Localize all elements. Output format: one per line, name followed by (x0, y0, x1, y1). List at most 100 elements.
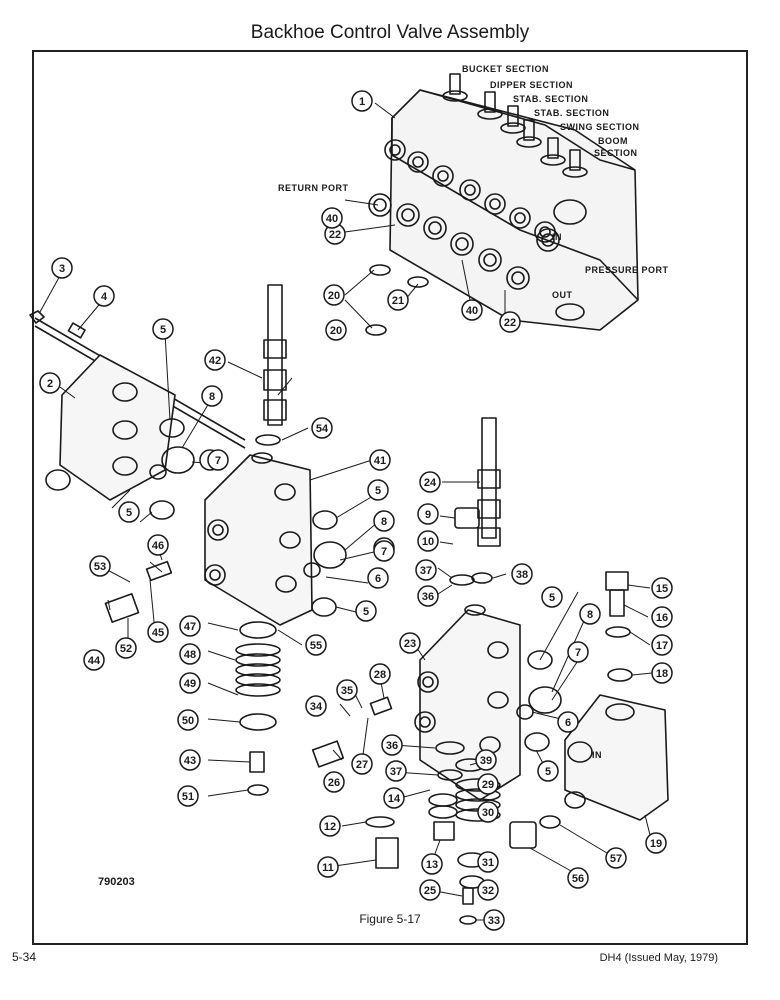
label-stab-section-1: STAB. SECTION (513, 94, 588, 104)
callout-5: 5 (118, 501, 140, 523)
callout-5: 5 (152, 318, 174, 340)
callout-circle (336, 679, 358, 701)
callout-number: 1 (359, 96, 365, 108)
callout-circle (421, 853, 443, 875)
callout-5: 5 (537, 760, 559, 782)
callout-number: 14 (388, 793, 401, 805)
callout-11: 11 (317, 856, 339, 878)
callout-46: 46 (147, 534, 169, 556)
callout-circle (417, 530, 439, 552)
callout-circle (83, 649, 105, 671)
callout-6: 6 (367, 567, 389, 589)
callout-circle (325, 319, 347, 341)
callout-25: 25 (419, 879, 441, 901)
callout-number: 37 (390, 766, 402, 778)
callout-37: 37 (415, 559, 437, 581)
callout-9: 9 (417, 503, 439, 525)
callout-number: 5 (375, 485, 381, 497)
callout-number: 52 (120, 643, 132, 655)
callout-circle (651, 577, 673, 599)
callout-circle (118, 501, 140, 523)
callout-10: 10 (417, 530, 439, 552)
callout-55: 55 (305, 634, 327, 656)
callout-number: 5 (549, 592, 555, 604)
callout-circle (567, 867, 589, 889)
callout-7: 7 (207, 449, 229, 471)
callout-circle (477, 851, 499, 873)
callout-18: 18 (651, 662, 673, 684)
callout-number: 16 (656, 612, 668, 624)
callout-33: 33 (483, 909, 505, 931)
label-bucket-section: BUCKET SECTION (462, 64, 549, 74)
callout-number: 5 (545, 766, 551, 778)
callout-number: 29 (482, 779, 494, 791)
callout-number: 23 (404, 638, 416, 650)
callout-54: 54 (311, 417, 333, 439)
callout-circle (651, 634, 673, 656)
callout-16: 16 (651, 606, 673, 628)
callout-27: 27 (351, 753, 373, 775)
callout-circle (511, 563, 533, 585)
label-boom: BOOM (598, 136, 628, 146)
callout-bubbles: 1234555555566677788891011121314151617181… (39, 90, 673, 931)
label-in-inlet: IN (592, 750, 602, 760)
callout-circle (399, 632, 421, 654)
callout-circle (317, 856, 339, 878)
callout-number: 36 (386, 740, 398, 752)
callout-8: 8 (201, 385, 223, 407)
page-number: 5-34 (12, 950, 37, 964)
callout-circle (567, 641, 589, 663)
callout-3: 3 (51, 257, 73, 279)
callout-circle (417, 585, 439, 607)
callout-39: 39 (475, 749, 497, 771)
callout-17: 17 (651, 634, 673, 656)
callout-number: 15 (656, 583, 668, 595)
callout-number: 6 (565, 717, 571, 729)
callout-number: 8 (209, 391, 215, 403)
callout-number: 13 (426, 859, 438, 871)
label-out-port: OUT (552, 290, 573, 300)
callout-number: 20 (328, 290, 340, 302)
callout-number: 42 (209, 355, 221, 367)
callout-35: 35 (336, 679, 358, 701)
inlet-section-illustration (564, 571, 669, 821)
callout-20: 20 (325, 319, 347, 341)
figure-frame (32, 50, 748, 945)
callout-number: 7 (575, 647, 581, 659)
callout-number: 6 (375, 573, 381, 585)
callout-number: 5 (160, 324, 166, 336)
callout-number: 5 (363, 606, 369, 618)
callout-31: 31 (477, 851, 499, 873)
callout-number: 53 (94, 561, 106, 573)
callout-number: 36 (422, 591, 434, 603)
callout-22: 22 (324, 223, 346, 245)
label-stab-section-2: STAB. SECTION (534, 108, 609, 118)
callout-number: 46 (152, 540, 164, 552)
callout-circle (461, 299, 483, 321)
label-in-port: IN (552, 232, 562, 242)
label-boom-section: SECTION (594, 148, 638, 158)
callout-circle (579, 603, 601, 625)
callout-circle (355, 600, 377, 622)
label-dipper-section: DIPPER SECTION (490, 80, 573, 90)
callout-1: 1 (351, 90, 373, 112)
callout-50: 50 (177, 709, 199, 731)
callout-circle (383, 787, 405, 809)
callout-number: 8 (381, 516, 387, 528)
callout-circle (651, 606, 673, 628)
callout-circle (477, 773, 499, 795)
callout-22: 22 (499, 311, 521, 333)
callout-number: 22 (504, 317, 516, 329)
document-id: DH4 (Issued May, 1979) (599, 952, 718, 964)
callout-number: 55 (310, 640, 322, 652)
callout-number: 40 (466, 305, 478, 317)
callout-number: 12 (324, 821, 336, 833)
callout-number: 40 (326, 213, 338, 225)
callout-40: 40 (321, 207, 343, 229)
callout-circle (419, 471, 441, 493)
callout-circle (311, 417, 333, 439)
callout-number: 56 (572, 873, 584, 885)
callout-circle (152, 318, 174, 340)
callout-56: 56 (567, 867, 589, 889)
